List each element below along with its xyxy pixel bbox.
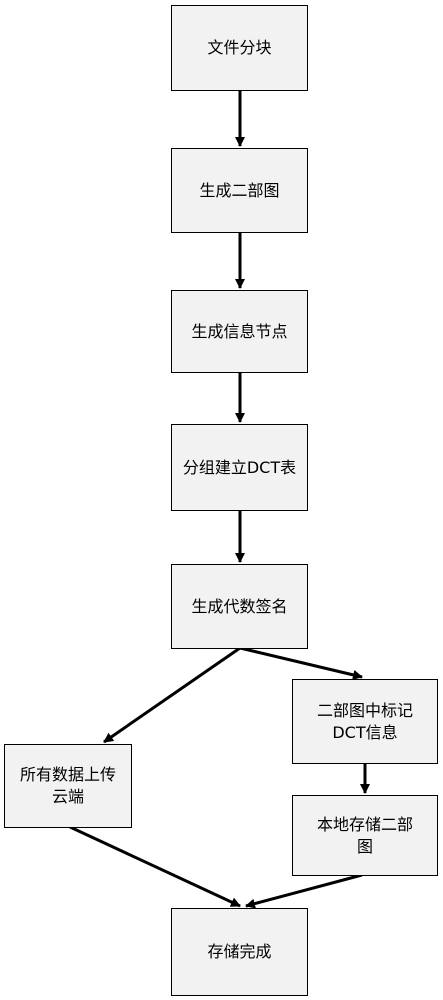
arrow-local-store-to-done (245, 873, 363, 909)
node-mark-dct-info: 二部图中标记 DCT信息 (292, 679, 438, 764)
node-storage-complete-label: 存储完成 (207, 942, 272, 961)
node-generate-bipartite: 生成二部图 (171, 148, 308, 233)
node-group-dct-table: 分组建立DCT表 (171, 424, 308, 511)
node-upload-cloud: 所有数据上传 云端 (4, 744, 132, 828)
node-upload-cloud-label: 所有数据上传 云端 (19, 765, 116, 806)
arrow-upload-to-done (69, 825, 241, 908)
node-file-split: 文件分块 (171, 5, 308, 91)
node-local-store-bipartite: 本地存储二部 图 (292, 795, 438, 876)
node-generate-signature: 生成代数签名 (171, 564, 308, 649)
node-generate-signature-label: 生成代数签名 (191, 596, 288, 616)
node-storage-complete: 存储完成 (171, 908, 308, 996)
node-group-dct-table-label: 分组建立DCT表 (182, 457, 297, 477)
arrow-signature-to-mark-dct (239, 646, 363, 680)
node-generate-bipartite-label: 生成二部图 (199, 180, 280, 200)
node-local-store-bipartite-label: 本地存储二部 图 (316, 814, 413, 856)
node-generate-info-nodes-label: 生成信息节点 (191, 321, 288, 341)
node-mark-dct-info-label: 二部图中标记 DCT信息 (316, 700, 413, 742)
arrow-signature-to-upload (103, 646, 241, 744)
node-generate-info-nodes: 生成信息节点 (171, 290, 308, 373)
node-file-split-label: 文件分块 (207, 38, 272, 57)
